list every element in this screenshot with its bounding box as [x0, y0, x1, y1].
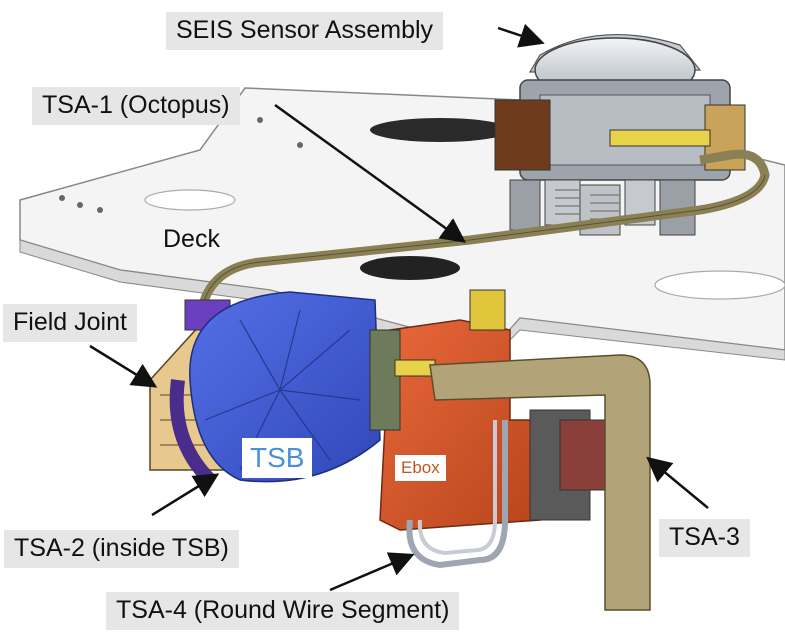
arrow-field-joint — [89, 344, 158, 388]
tsa1-label: TSA-1 (Octopus) — [32, 87, 240, 125]
ebox-label: Ebox — [395, 455, 446, 481]
arrow-tsa1 — [274, 103, 467, 243]
arrow-tsa3 — [646, 456, 709, 509]
tsb-graphic — [169, 291, 381, 485]
arrow-tsa2 — [151, 473, 220, 517]
tsa2-label: TSA-2 (inside TSB) — [4, 530, 239, 568]
tsa3-label: TSA-3 — [659, 519, 750, 557]
tsa1-tether — [195, 149, 770, 321]
tsa3-harness — [429, 354, 651, 611]
seis-sensor-assembly-label: SEIS Sensor Assembly — [166, 12, 444, 50]
tsa4-round-wire — [406, 420, 508, 569]
tsa4-label: TSA-4 (Round Wire Segment) — [106, 592, 460, 630]
callout-arrows — [89, 23, 709, 592]
deck-label: Deck — [163, 225, 220, 253]
field-joint-label: Field Joint — [3, 304, 137, 342]
arrow-seis — [497, 23, 545, 48]
tsb-label: TSB — [242, 438, 313, 478]
arrow-tsa4 — [329, 552, 415, 592]
